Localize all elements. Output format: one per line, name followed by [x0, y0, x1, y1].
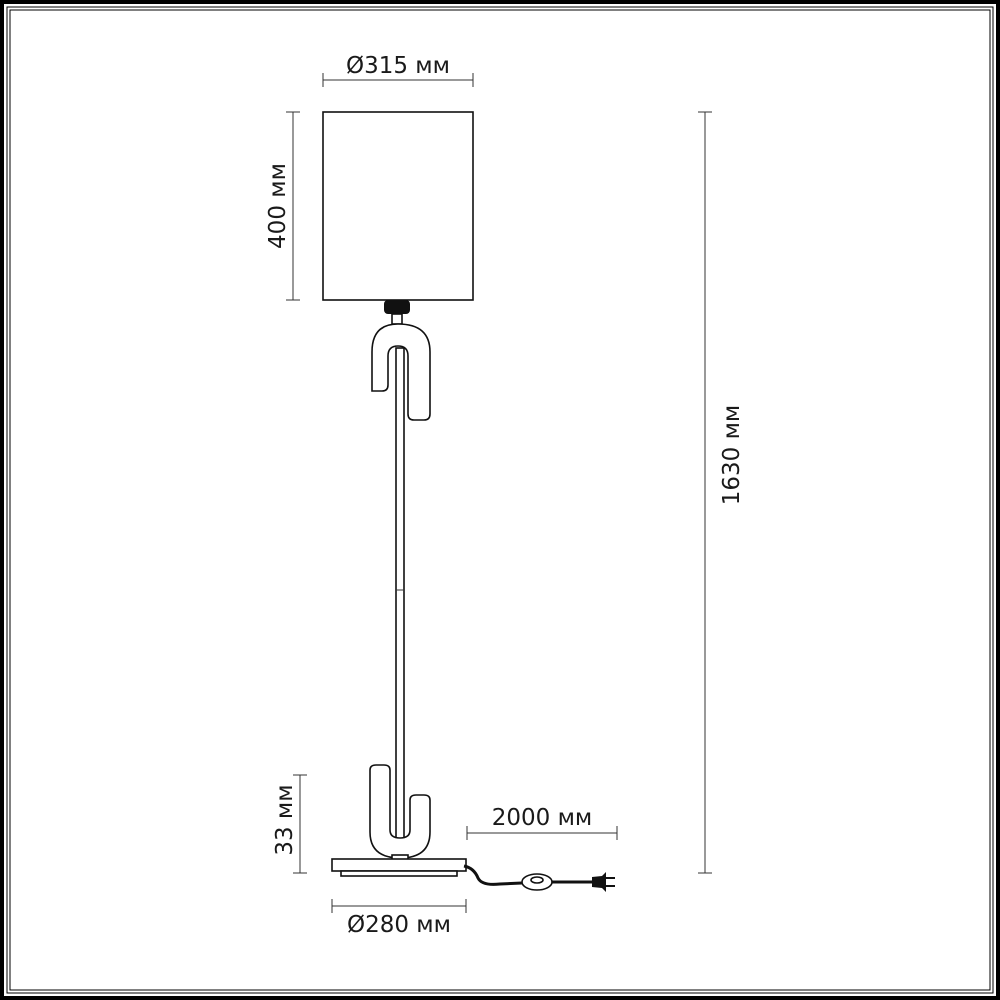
lamp-pole — [395, 347, 405, 849]
base-height-label: 33 мм — [272, 784, 298, 855]
total-height-label: 1630 мм — [719, 405, 745, 506]
dimension-base-height: 33 мм — [272, 774, 307, 874]
power-plug — [592, 872, 606, 892]
foot-switch-button — [530, 876, 544, 884]
dimension-shade-height: 400 мм — [265, 111, 300, 301]
power-cable — [463, 864, 592, 886]
shade-height-label: 400 мм — [265, 163, 291, 249]
dimension-total-height: 1630 мм — [698, 111, 745, 874]
floor-lamp — [322, 111, 615, 892]
lamp-base — [331, 858, 467, 872]
shade-diameter-label: Ø315 мм — [346, 53, 450, 79]
base-foot — [340, 870, 458, 877]
dimension-base-diameter: Ø280 мм — [331, 899, 467, 938]
upper-u-bend — [371, 323, 431, 421]
knob-neck — [391, 313, 403, 325]
dimension-cable-length: 2000 мм — [466, 805, 618, 840]
base-diameter-label: Ø280 мм — [347, 912, 451, 938]
dimension-shade-diameter: Ø315 мм — [322, 53, 474, 87]
lower-u-bend — [369, 764, 431, 859]
shade-holder-knob — [384, 300, 410, 314]
lamp-shade — [322, 111, 474, 301]
cable-length-label: 2000 мм — [492, 805, 593, 831]
